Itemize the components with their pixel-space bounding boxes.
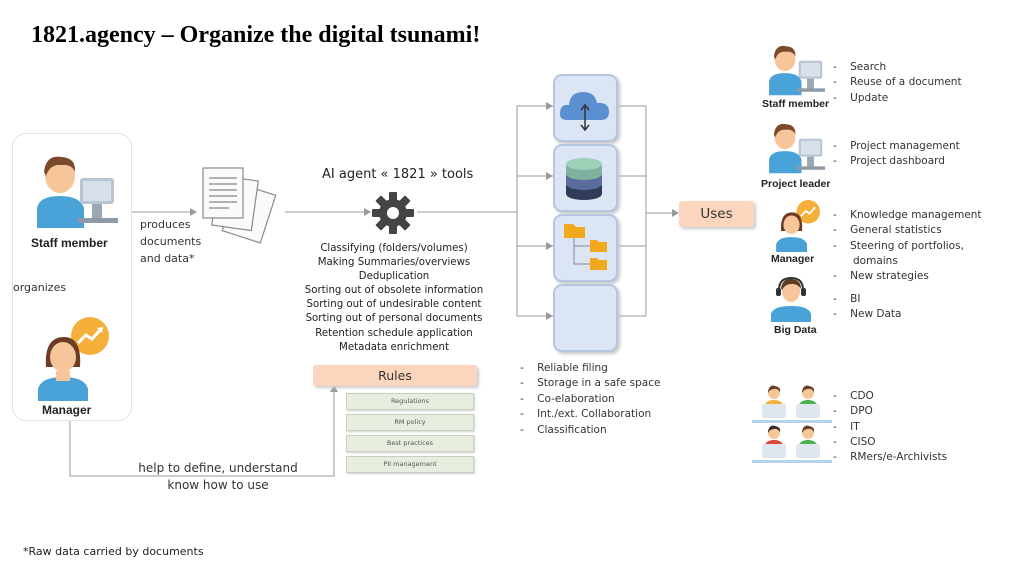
uses-box: Uses — [679, 201, 754, 227]
benefit-text: Classification — [537, 423, 607, 436]
folder-tree-icon — [564, 224, 607, 270]
tool-item: Classifying (folders/volumes) — [320, 243, 468, 254]
use-item: - New Data — [833, 308, 902, 321]
use-text: Update — [850, 91, 889, 104]
benefit-text: Storage in a safe space — [537, 377, 661, 390]
tool-item: Sorting out of undesirable content — [306, 299, 482, 311]
staff-uses-list: - Search - Reuse of a document - Update — [833, 60, 962, 106]
benefit-item: - Reliable filing — [520, 362, 608, 374]
empty-storage-box — [553, 284, 618, 352]
help-line: know how to use — [167, 478, 269, 492]
use-text: Project management — [850, 140, 960, 152]
use-item: - Knowledge management — [833, 209, 982, 221]
benefit-text: Reliable filing — [537, 362, 608, 374]
rule-item: Regulations — [346, 393, 474, 410]
help-text: help to define, understand know how to u… — [128, 460, 308, 494]
rule-item: RM policy — [346, 414, 474, 431]
produces-line: documents — [140, 235, 202, 248]
help-line: help to define, understand — [138, 461, 298, 475]
manager-label: Manager — [42, 403, 92, 417]
rules-header: Rules — [313, 365, 477, 386]
use-item: - Search — [833, 61, 887, 73]
use-text: New Data — [850, 308, 902, 321]
bigdata-uses-list: - BI - New Data — [833, 292, 901, 323]
team-icon — [752, 385, 832, 463]
tool-item: Sorting out of obsolete information — [304, 285, 484, 297]
benefit-item: - Storage in a safe space — [520, 377, 661, 390]
staff-member-label: Staff member — [31, 236, 108, 250]
role-item: - DPO — [833, 405, 873, 418]
use-item: - New strategies — [833, 270, 929, 283]
group-label-big-data: Big Data — [774, 324, 817, 336]
use-item: - Update — [833, 91, 889, 104]
organizes-label: organizes — [13, 281, 67, 294]
produces-line: and data* — [140, 252, 195, 265]
use-item: - Project management — [833, 140, 960, 152]
use-text: General statistics — [850, 224, 942, 237]
documents-icon — [202, 167, 277, 244]
use-item: - General statistics — [833, 224, 942, 237]
role-text: DPO — [850, 405, 873, 418]
manager-uses-list: - Knowledge management - General statist… — [833, 208, 993, 284]
use-item: - Steering of portfolios, domains — [833, 239, 964, 267]
tool-item: Sorting out of personal documents — [305, 313, 483, 325]
tool-item: Deduplication — [358, 271, 430, 283]
group-label-manager: Manager — [771, 253, 815, 265]
role-item: - IT — [833, 420, 860, 433]
database-box — [553, 144, 618, 212]
staff-member-icon — [769, 45, 825, 96]
page-title: 1821.agency – Organize the digital tsuna… — [31, 22, 481, 48]
use-text: Knowledge management — [850, 209, 982, 221]
role-item: - CISO — [833, 435, 876, 448]
gear-icon — [372, 192, 414, 234]
role-text: CDO — [850, 390, 874, 402]
produces-text: produces documents and data* — [140, 216, 201, 267]
ai-tools-list: Classifying (folders/volumes) Making Sum… — [300, 242, 488, 355]
use-item: - Reuse of a document — [833, 76, 962, 89]
role-item: - RMers/e-Archivists — [833, 451, 948, 464]
role-text: IT — [850, 420, 860, 433]
use-item: - Project dashboard — [833, 155, 945, 168]
benefit-item: - Classification — [520, 423, 607, 436]
benefit-text: Co-elaboration — [537, 392, 615, 405]
folders-box — [553, 214, 618, 282]
use-text: Search — [850, 61, 887, 73]
use-text: BI — [850, 293, 861, 305]
ai-tools-title: AI agent « 1821 » tools — [322, 167, 474, 182]
big-data-user-icon — [771, 276, 811, 322]
project-leader-icon — [769, 123, 825, 174]
roles-list: - CDO - DPO - IT - CISO - RMers/e-Archiv… — [833, 389, 947, 465]
tool-item: Making Summaries/overviews — [317, 257, 471, 269]
cloud-sync-icon — [559, 92, 609, 132]
role-text: RMers/e-Archivists — [850, 451, 948, 464]
project-uses-list: - Project management - Project dashboard — [833, 139, 960, 170]
benefit-item: - Int./ext. Collaboration — [520, 408, 652, 421]
cloud-storage-box — [553, 74, 618, 142]
role-text: CISO — [850, 435, 876, 448]
use-item: - BI — [833, 293, 861, 305]
manager-icon — [776, 200, 821, 252]
tool-item: Metadata enrichment — [339, 341, 449, 353]
database-icon — [566, 158, 602, 200]
group-label-project-leader: Project leader — [761, 178, 831, 190]
manager-icon — [38, 317, 109, 401]
footnote: *Raw data carried by documents — [23, 545, 204, 558]
group-label-staff: Staff member — [762, 98, 830, 110]
benefit-text: Int./ext. Collaboration — [537, 408, 652, 421]
rule-item: Best practices — [346, 435, 474, 452]
role-item: - CDO — [833, 390, 874, 402]
produces-line: produces — [140, 218, 191, 231]
tool-item: Retention schedule application — [315, 327, 473, 339]
rule-item: PII management — [346, 456, 474, 473]
storage-benefits-list: - Reliable filing - Storage in a safe sp… — [520, 361, 660, 438]
use-text: New strategies — [850, 270, 929, 283]
use-text: Reuse of a document — [850, 76, 962, 89]
use-text: Steering of portfolios, domains — [850, 239, 964, 267]
staff-member-icon — [37, 156, 118, 228]
benefit-item: - Co-elaboration — [520, 392, 615, 405]
use-text: Project dashboard — [850, 155, 945, 168]
